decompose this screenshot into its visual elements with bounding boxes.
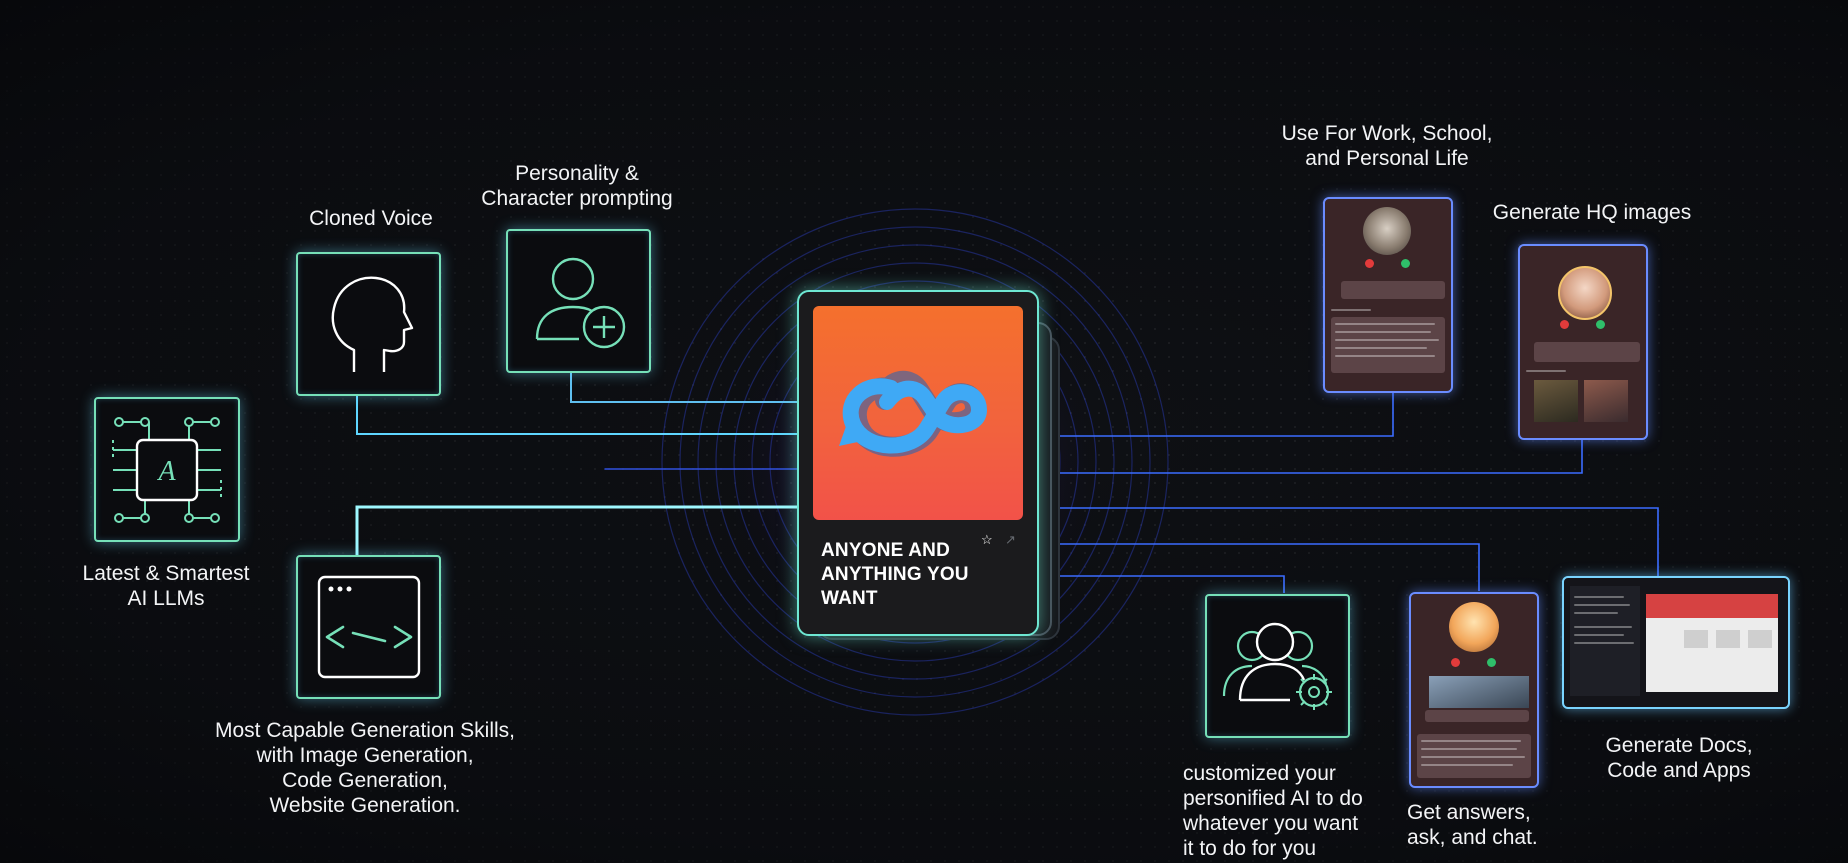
- accept-call-icon: [1596, 320, 1605, 329]
- label-work-school: Use For Work, School, and Personal Life: [1281, 122, 1493, 170]
- cloned-voice-card[interactable]: [296, 252, 441, 396]
- chip-text: A: [156, 456, 176, 487]
- chat-sidebar: [1570, 586, 1640, 696]
- card-title: ANYONE AND ANYTHING YOU WANT: [821, 540, 969, 609]
- label-latest-llms: Latest & Smartest AI LLMs: [82, 562, 250, 610]
- wire-hq-images: [1035, 436, 1583, 474]
- llms-card[interactable]: A: [94, 397, 240, 542]
- decline-call-icon: [1560, 320, 1569, 329]
- customized-ai-card[interactable]: [1205, 594, 1350, 738]
- label-docs-code-apps: Generate Docs, Code and Apps: [1605, 734, 1753, 782]
- message-bubble: [1425, 710, 1529, 722]
- accept-call-icon: [1401, 259, 1410, 268]
- label-personality: Personality & Character prompting: [481, 162, 673, 210]
- work-school-screenshot[interactable]: [1323, 197, 1453, 393]
- card-artwork: [813, 306, 1023, 520]
- decline-call-icon: [1365, 259, 1374, 268]
- docs-apps-screenshot[interactable]: [1562, 576, 1790, 709]
- message-bubble: [1331, 317, 1445, 373]
- question-image: [1429, 676, 1529, 708]
- avatar: [1558, 266, 1612, 320]
- generated-website-preview: [1646, 594, 1778, 692]
- user-add-icon: [535, 257, 625, 349]
- message-bubble: [1341, 281, 1445, 299]
- label-get-answers: Get answers, ask, and chat.: [1407, 801, 1538, 849]
- avatar: [1449, 602, 1499, 652]
- infinity-logo-icon: [839, 370, 988, 457]
- hq-images-screenshot[interactable]: [1518, 244, 1648, 440]
- wire-cloned-voice: [356, 392, 798, 435]
- personality-card[interactable]: [506, 229, 651, 373]
- circuit-chip-icon: A: [112, 416, 222, 523]
- code-window-icon: [317, 575, 420, 679]
- generation-card[interactable]: [296, 555, 441, 699]
- generated-image: [1584, 380, 1628, 422]
- head-profile-icon: [331, 276, 413, 372]
- users-gear-icon: [1222, 622, 1332, 710]
- wire-customized: [1035, 575, 1285, 593]
- star-icon[interactable]: ☆: [981, 532, 993, 547]
- wire-docs-apps: [1035, 507, 1659, 577]
- share-arrow-icon[interactable]: ↗: [1005, 532, 1016, 547]
- message-bubble: [1534, 342, 1640, 362]
- message-bubble: [1417, 734, 1531, 778]
- wire-personality: [570, 371, 798, 403]
- wire-get-answers: [1035, 543, 1480, 591]
- wire-work-school: [1035, 390, 1394, 437]
- label-hq-images: Generate HQ images: [1492, 201, 1692, 224]
- decline-call-icon: [1451, 658, 1460, 667]
- label-customized-ai: customized your personified AI to do wha…: [1183, 762, 1363, 860]
- generated-image: [1534, 380, 1578, 422]
- get-answers-screenshot[interactable]: [1409, 592, 1539, 788]
- label-cloned-voice: Cloned Voice: [309, 207, 433, 230]
- accept-call-icon: [1487, 658, 1496, 667]
- main-card[interactable]: ANYONE AND ANYTHING YOU WANT ☆ ↗: [797, 290, 1039, 636]
- avatar: [1363, 207, 1411, 255]
- label-generation-skills: Most Capable Generation Skills, with Ima…: [215, 719, 515, 817]
